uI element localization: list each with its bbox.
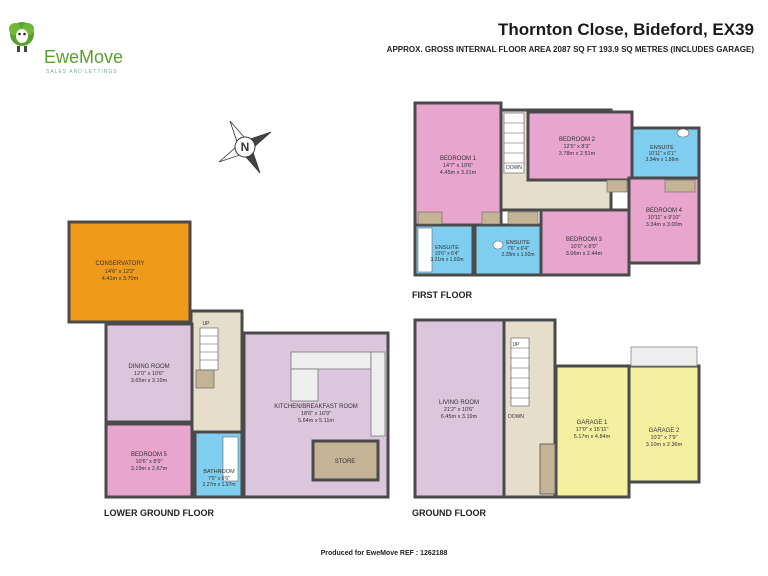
- bedroom3-imperial: 10'0" x 8'0": [570, 244, 597, 250]
- bathroom-label: BATHROOM: [203, 469, 235, 475]
- bathroom-metric: 2.27m x 1.97m: [202, 482, 235, 488]
- kitchen-label: KITCHEN/BREAKFAST ROOM: [274, 404, 358, 410]
- conservatory-room: [67, 220, 192, 324]
- ensuite2-label: ENSUITE: [506, 240, 530, 246]
- kitchen-metric: 5.64m x 5.11m: [298, 418, 334, 424]
- stair-down-ground: DOWN: [508, 414, 524, 420]
- garage1-metric: 5.17m x 4.84m: [574, 434, 611, 440]
- property-address: Thornton Close, Bideford, EX39: [498, 20, 754, 39]
- bedroom5-imperial: 10'6" x 8'9": [135, 459, 162, 465]
- bedroom1-metric: 4.45m x 3.21m: [440, 170, 477, 176]
- first-floor: [413, 101, 701, 277]
- garage2-metric: 3.10m x 2.36m: [646, 442, 683, 448]
- ground-floor-label: GROUND FLOOR: [412, 508, 486, 518]
- ensuite1-label: ENSUITE: [435, 245, 459, 251]
- garage1-room: [554, 364, 631, 499]
- store-label: STORE: [335, 459, 356, 465]
- sheep-logo-icon: [9, 22, 34, 52]
- logo: EweMove SALES AND LETTINGS: [6, 20, 136, 75]
- conservatory-label: CONSERVATORY: [95, 261, 144, 267]
- ground-staircase: [510, 337, 530, 407]
- bath-tub: [222, 436, 239, 482]
- brand-tagline: SALES AND LETTINGS: [46, 69, 118, 75]
- garage1-label: GARAGE 1: [577, 420, 608, 426]
- bedroom4-label: BEDROOM 4: [646, 208, 683, 214]
- garage-door-canopy: [630, 346, 698, 367]
- first-floor-label: FIRST FLOOR: [412, 290, 472, 300]
- garage2-label: GARAGE 2: [649, 428, 680, 434]
- ensuite-top-imperial: 10'11" x 6'1": [648, 151, 675, 157]
- garage1-imperial: 17'0" x 15'11": [576, 427, 609, 433]
- living-imperial: 21'2" x 10'6": [444, 407, 474, 413]
- stair-down-first: DOWN: [506, 165, 522, 171]
- floor-area: APPROX. GROSS INTERNAL FLOOR AREA 2087 S…: [386, 45, 754, 54]
- bedroom4-metric: 3.34m x 3.00m: [646, 222, 683, 228]
- bedroom5-room: [104, 422, 194, 499]
- compass-icon: N: [218, 120, 272, 174]
- bedroom2-imperial: 12'5" x 8'3": [563, 144, 590, 150]
- dining-metric: 3.65m x 3.19m: [131, 378, 168, 384]
- living-metric: 6.45m x 3.19m: [441, 414, 478, 420]
- conservatory-metric: 4.41m x 3.70m: [102, 276, 139, 282]
- ensuite2-room: [473, 223, 543, 277]
- ensuite2-metric: 2.28m x 1.92m: [501, 252, 534, 258]
- ensuite1-metric: 3.21m x 1.92m: [430, 257, 463, 263]
- bedroom1-imperial: 14'7" x 10'6": [443, 163, 473, 169]
- kitchen-worktops: [290, 351, 386, 437]
- first-staircase: [503, 112, 525, 174]
- living-room: [413, 318, 506, 499]
- store-room: [311, 439, 380, 482]
- bedroom2-label: BEDROOM 2: [559, 137, 596, 143]
- ensuite2-imperial: 7'6" x 6'4": [507, 246, 529, 252]
- bathroom-imperial: 7'5" x 6'6": [208, 476, 230, 482]
- garage2-room: [627, 364, 701, 484]
- first-floor-fittings: [417, 128, 690, 273]
- kitchen-imperial: 18'6" x 16'9": [301, 411, 331, 417]
- stair-up-ground: UP: [513, 342, 521, 348]
- compass-letter: N: [241, 140, 250, 154]
- living-label: LIVING ROOM: [439, 400, 479, 406]
- bedroom1-room: [413, 101, 503, 227]
- stair-up-lower: UP: [203, 321, 211, 327]
- lower-staircase: [195, 327, 219, 389]
- dining-imperial: 12'0" x 10'6": [134, 371, 164, 377]
- footer-reference: Produced for EweMove REF : 1262188: [320, 550, 448, 557]
- wardrobes: [417, 179, 696, 225]
- brand-name: EweMove: [44, 47, 124, 67]
- conservatory-imperial: 14'6" x 12'2": [105, 269, 135, 275]
- garage2-imperial: 10'2" x 7'9": [650, 435, 677, 441]
- bedroom2-room: [526, 110, 634, 182]
- bedroom3-metric: 3.06m x 2.44m: [566, 251, 603, 257]
- bedroom3-room: [539, 208, 631, 277]
- bedroom5-metric: 3.19m x 2.67m: [131, 466, 168, 472]
- bedroom4-room: [627, 176, 701, 265]
- bedroom2-metric: 3.78m x 2.51m: [559, 151, 596, 157]
- ensuite1-imperial: 10'6" x 6'4": [435, 251, 460, 257]
- lower-ground-floor-label: LOWER GROUND FLOOR: [104, 508, 214, 518]
- ensuite-top-metric: 3.34m x 1.86m: [645, 157, 678, 163]
- bedroom5-label: BEDROOM 5: [131, 452, 168, 458]
- ensuite-top-label: ENSUITE: [650, 145, 674, 151]
- bedroom1-label: BEDROOM 1: [440, 156, 477, 162]
- dining-label: DINING ROOM: [128, 364, 169, 370]
- ensuite-top-room: [630, 126, 701, 180]
- ground-cupboard: [539, 443, 556, 495]
- dining-room: [104, 322, 194, 424]
- bedroom3-label: BEDROOM 3: [566, 237, 603, 243]
- bedroom4-imperial: 10'11" x 9'10": [648, 215, 681, 221]
